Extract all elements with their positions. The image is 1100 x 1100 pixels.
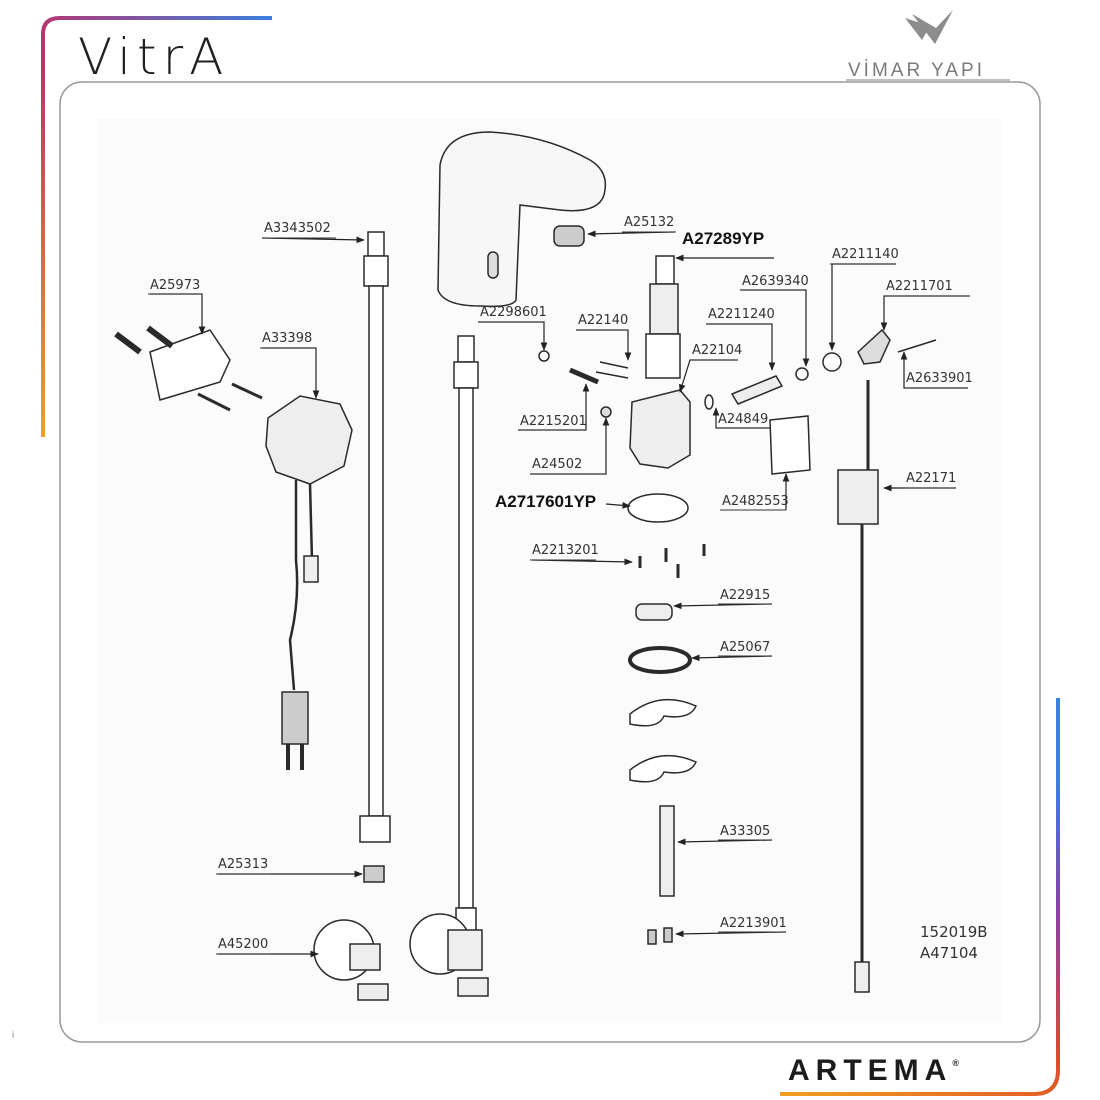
part-label-a25973: A25973 — [150, 278, 200, 293]
part-label-a2639340: A2639340 — [742, 274, 809, 289]
power-supply-cable — [288, 480, 299, 691]
screws-a2213901 — [647, 927, 673, 945]
power-supply-cable-2 — [308, 483, 314, 561]
part-label-a2482553: A2482553 — [722, 494, 789, 509]
part-label-a25132: A25132 — [624, 215, 674, 230]
stopper — [363, 865, 385, 883]
washer-a24502 — [600, 406, 612, 418]
angle-valve-right — [409, 913, 489, 997]
cable-connector — [854, 961, 870, 993]
clip-a22140 — [595, 361, 629, 379]
aerator — [553, 225, 585, 247]
control-box — [837, 469, 879, 525]
artema-wordmark: ARTEMA — [788, 1054, 953, 1087]
part-label-a33305: A33305 — [720, 824, 770, 839]
stray-character: i — [12, 1030, 15, 1041]
small-nut-a2639340 — [795, 367, 809, 381]
nut — [822, 352, 842, 372]
label-underlines — [148, 231, 970, 955]
flexible-hose-right — [453, 335, 479, 939]
frame-accent-top-left — [41, 16, 272, 437]
part-label-a2633901: A2633901 — [906, 371, 973, 386]
cartridge — [730, 375, 784, 405]
part-label-a25067: A25067 — [720, 640, 770, 655]
part-label-a3343502: A3343502 — [264, 221, 331, 236]
sensor-head — [857, 328, 891, 365]
part-label-a2215201: A2215201 — [520, 414, 587, 429]
frame-accent-bottom-right — [780, 698, 1060, 1096]
mains-plug — [281, 691, 309, 745]
valve-housing — [629, 389, 691, 469]
part-label-a2211240: A2211240 — [708, 307, 775, 322]
vimar-yapi-logo: VİMAR YAPI — [848, 60, 985, 81]
drawing-number: A47104 — [920, 944, 978, 962]
part-label-a2717601yp: A2717601YP — [495, 492, 597, 511]
artema-logo: ARTEMA® — [788, 1054, 959, 1088]
drawing-area — [97, 118, 1002, 1023]
dc-connector — [303, 555, 319, 583]
vitra-logo: VitrA — [78, 28, 230, 86]
label-sticker — [769, 415, 811, 475]
solenoid-valve — [645, 255, 681, 379]
part-label-a22104: A22104 — [692, 343, 742, 358]
part-label-a27289yp: A27289YP — [682, 229, 765, 248]
mains-plug-pins — [286, 744, 304, 770]
faucet-sensor-window — [487, 251, 499, 279]
small-nut-a2298601 — [538, 350, 550, 362]
registered-mark: ® — [952, 1058, 959, 1068]
part-label-a2211140: A2211140 — [832, 247, 899, 262]
part-label-a2211701: A2211701 — [886, 279, 953, 294]
washer-a24849 — [704, 394, 714, 410]
part-label-a22915: A22915 — [720, 588, 770, 603]
base-plate — [627, 493, 689, 523]
part-labels: A3343502 A25973 A33398 A25132 A2298601 A… — [150, 215, 988, 962]
wall-plugs — [114, 325, 174, 355]
diagram-frame — [59, 81, 1041, 1043]
flexible-hose-left — [359, 231, 391, 843]
screw-a2633901 — [897, 339, 937, 353]
drawing-code: 152019B — [920, 923, 988, 941]
part-label-a25313: A25313 — [218, 857, 268, 872]
part-label-a22171: A22171 — [906, 471, 956, 486]
bracket-screws — [197, 382, 263, 412]
vimar-emblem — [905, 10, 953, 44]
part-label-a22140: A22140 — [578, 313, 628, 328]
part-label-a33398: A33398 — [262, 331, 312, 346]
part-label-a45200: A45200 — [218, 937, 268, 952]
screws-a2213201 — [638, 544, 706, 578]
part-label-a24502: A24502 — [532, 457, 582, 472]
part-label-a2213201: A2213201 — [532, 543, 599, 558]
part-label-a2298601: A2298601 — [480, 305, 547, 320]
bolt-a2215201 — [569, 367, 599, 385]
angle-valve-left — [313, 919, 389, 1001]
horseshoe-plate-lower — [629, 754, 697, 783]
fixing-nut — [635, 603, 673, 621]
faucet-body — [437, 131, 607, 308]
part-label-a24849: A24849 — [718, 412, 768, 427]
threaded-rod — [659, 805, 675, 897]
part-label-a2213901: A2213901 — [720, 916, 787, 931]
o-ring — [628, 646, 692, 674]
horseshoe-plate-upper — [629, 698, 697, 727]
